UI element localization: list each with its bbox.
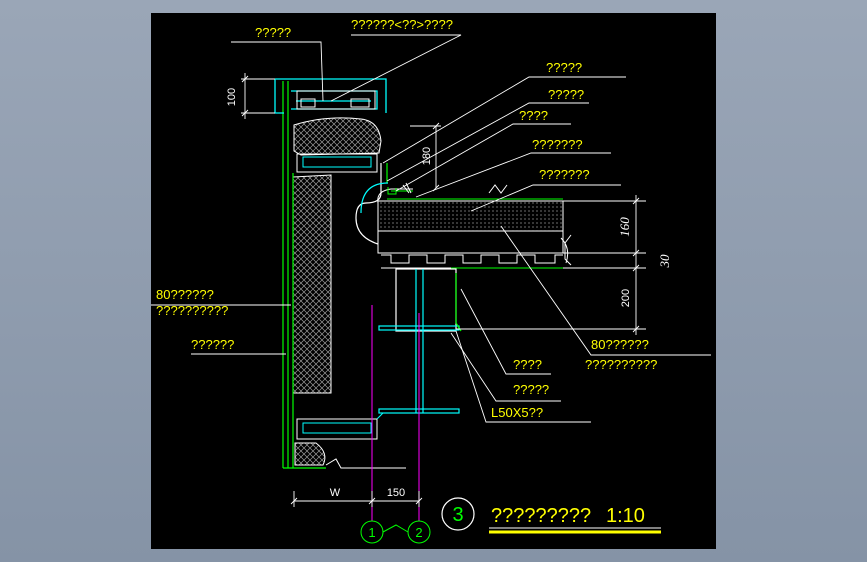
break-line-right <box>560 237 569 264</box>
axis-2-label: 2 <box>415 525 422 540</box>
label-right-2: ????? <box>548 87 584 102</box>
dim-30: 30 <box>657 254 672 269</box>
label-right-3: ???? <box>519 108 548 123</box>
gutter <box>355 163 389 246</box>
steel-i-beam <box>378 268 462 414</box>
dimension-lines <box>241 73 646 507</box>
label-left-2: ?????? <box>191 337 234 352</box>
label-right-mid-a: 80?????? <box>591 337 649 352</box>
parapet-cap <box>274 78 387 114</box>
dim-200: 200 <box>620 289 632 307</box>
upper-purlin <box>296 153 378 173</box>
annotation-labels: ????? ??????<??>???? ????? ????? ???? ??… <box>156 17 657 420</box>
dim-100: 100 <box>226 88 238 106</box>
dim-180: 180 <box>421 147 433 165</box>
label-top-center: ??????<??>???? <box>351 17 453 32</box>
axis-lines <box>371 305 420 521</box>
label-bottom-1: ???? <box>513 357 542 372</box>
detail-scale: 1:10 <box>606 505 645 527</box>
leader-lines <box>151 34 711 423</box>
insulation-panel <box>292 117 382 466</box>
label-bottom-2: ????? <box>513 382 549 397</box>
section-detail-drawing: 1 2 100 180 160 <box>151 17 711 544</box>
label-bottom-3: L50X5?? <box>491 405 543 420</box>
axis-1-bubble: 1 <box>360 520 384 544</box>
label-left-1a: 80?????? <box>156 287 214 302</box>
axis-1-label: 1 <box>368 525 375 540</box>
break-line <box>325 458 406 469</box>
detail-number: 3 <box>452 504 463 526</box>
label-right-1: ????? <box>546 60 582 75</box>
drawing-viewport[interactable]: 1 2 100 180 160 <box>151 13 716 549</box>
label-right-mid-b: ?????????? <box>585 357 657 372</box>
wall-skin <box>282 81 326 469</box>
dim-w: W <box>330 487 341 499</box>
title-block: 3 ????????? 1:10 <box>441 497 661 534</box>
dim-160: 160 <box>617 217 632 237</box>
roof-slab <box>377 182 572 266</box>
parapet-cap-inner <box>296 90 376 110</box>
detail-number-circle <box>441 497 475 531</box>
detail-title: ????????? <box>491 505 591 527</box>
label-right-4: ??????? <box>532 137 583 152</box>
steel-deck <box>381 254 563 269</box>
label-left-1b: ?????????? <box>156 303 228 318</box>
label-right-5: ??????? <box>539 167 590 182</box>
dim-150: 150 <box>387 487 405 499</box>
axis-2-bubble: 2 <box>407 520 431 544</box>
lower-purlin <box>296 412 384 440</box>
label-top-left: ????? <box>255 25 291 40</box>
